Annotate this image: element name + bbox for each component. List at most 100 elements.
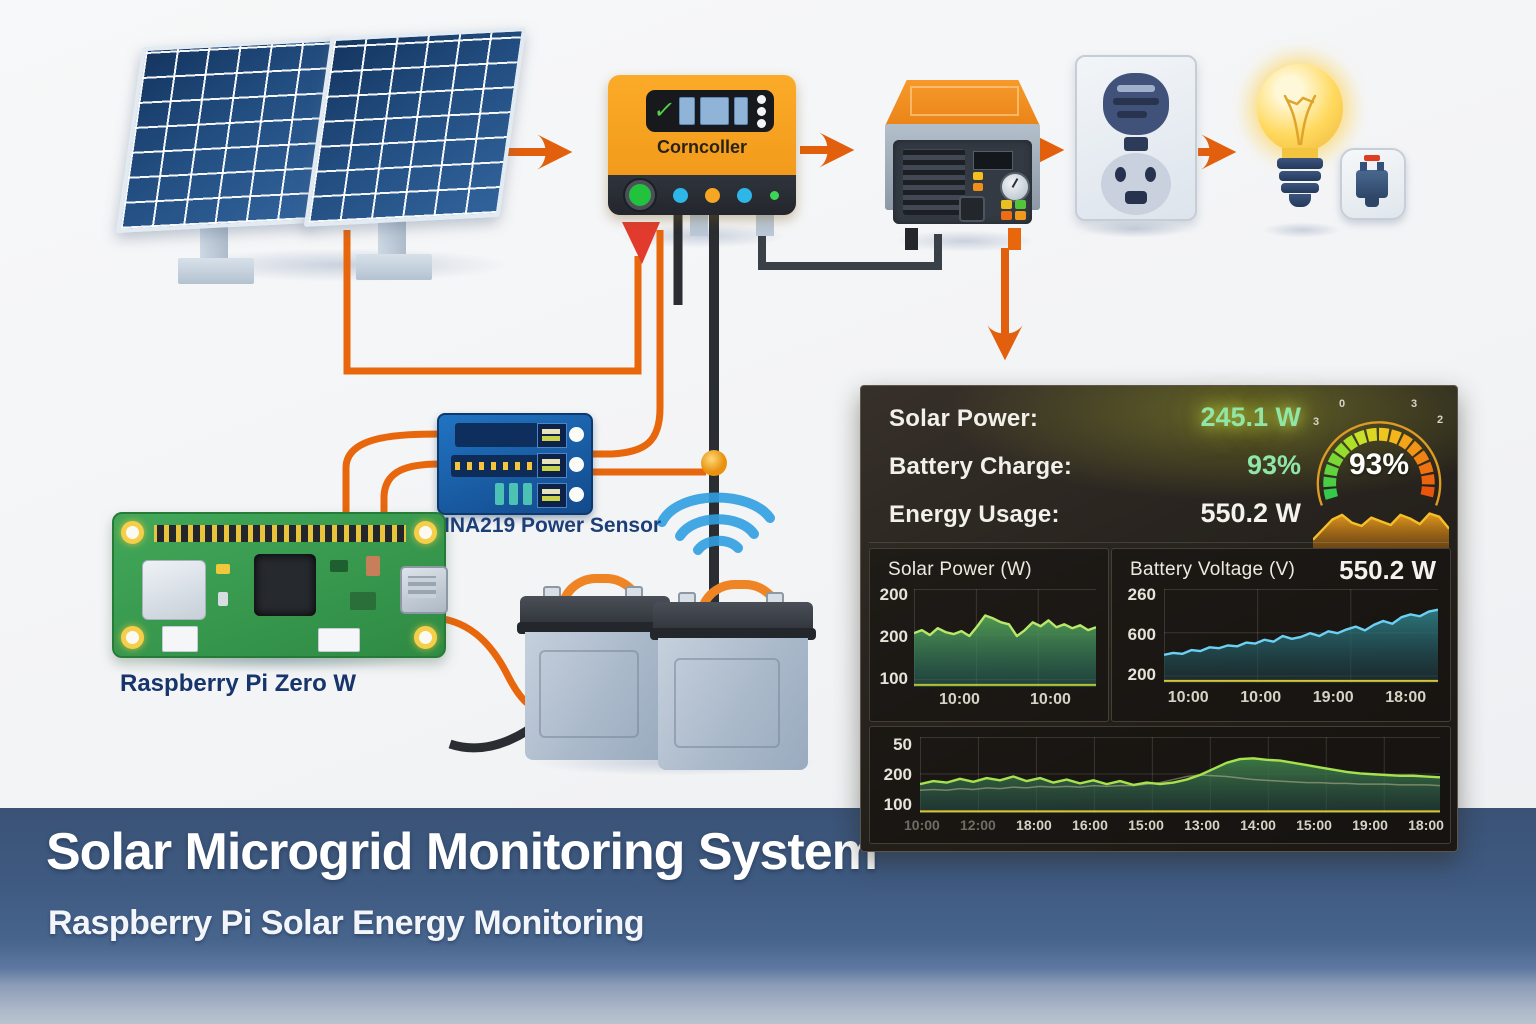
chart-plot-area xyxy=(914,589,1096,687)
wire-panel-controller-loop xyxy=(343,230,642,375)
component xyxy=(216,564,230,574)
light-bulb-icon xyxy=(1233,44,1367,228)
y-tick-label: 200 xyxy=(879,585,908,604)
wire-sensor-to-pi-2 xyxy=(380,460,441,524)
status-led xyxy=(769,190,779,200)
x-tick-label: 19:00 xyxy=(1352,817,1388,833)
x-tick-label: 18:00 xyxy=(1016,817,1052,833)
capacitor xyxy=(523,483,532,505)
sensor-chip-area xyxy=(455,423,539,447)
inverter-button xyxy=(959,196,985,222)
y-tick-label: 200 xyxy=(883,765,912,784)
mounting-hole xyxy=(121,521,144,544)
y-axis-ticks: 50 200 100 xyxy=(876,735,912,815)
x-tick-label: 10:00 xyxy=(939,691,980,708)
y-tick-label: 260 xyxy=(1127,585,1156,604)
x-tick-label: 19:00 xyxy=(1312,689,1354,706)
soc-chip xyxy=(254,554,316,616)
charge-controller: ✓ Corncoller xyxy=(608,75,796,215)
plug-led xyxy=(1364,155,1380,161)
red-clip xyxy=(622,222,660,264)
x-tick-label: 15:00 xyxy=(1128,817,1164,833)
inverter-shadow xyxy=(895,230,1035,252)
divider xyxy=(869,542,1449,543)
solar-panel-right xyxy=(303,27,527,227)
y-axis-ticks: 200 200 100 xyxy=(872,585,908,689)
y-tick-label: 100 xyxy=(883,795,912,814)
battery-rim xyxy=(517,622,673,634)
mounting-hole xyxy=(414,626,437,649)
sparkline-plot xyxy=(1313,502,1449,548)
inverter-button xyxy=(1015,211,1026,220)
cable-junction-ball xyxy=(701,450,727,476)
meter-dial xyxy=(1000,172,1030,202)
battery-panel xyxy=(539,650,639,738)
mounting-hole xyxy=(414,521,437,544)
display-dots xyxy=(757,94,766,128)
y-axis-ticks: 260 600 200 xyxy=(1116,585,1156,685)
chart-plot-area xyxy=(920,737,1440,813)
mounting-hole xyxy=(569,487,584,502)
gauge-arc xyxy=(1316,421,1442,506)
bulb-shadow xyxy=(1262,222,1342,238)
check-icon: ✓ xyxy=(651,97,678,124)
plug-prong xyxy=(1377,162,1384,171)
pi-label: Raspberry Pi Zero W xyxy=(120,670,357,697)
y-tick-label: 50 xyxy=(893,735,912,754)
y-tick-label: 600 xyxy=(1127,625,1156,644)
gpio-header xyxy=(152,522,408,545)
terminal-block xyxy=(537,453,567,478)
wire-sensor-to-pi-1 xyxy=(342,430,441,524)
display-segment xyxy=(679,97,696,125)
battery-body xyxy=(525,632,665,760)
status-led xyxy=(704,187,720,203)
component xyxy=(218,592,228,606)
wire-controller-to-sensor xyxy=(590,230,664,458)
component xyxy=(350,592,376,610)
banner-title: Solar Microgrid Monitoring System xyxy=(46,823,878,881)
chart-corner-value: 550.2 W xyxy=(1339,555,1436,585)
battery-body xyxy=(658,638,808,770)
y-tick-label: 200 xyxy=(1127,665,1156,684)
vent-grille xyxy=(903,149,965,215)
display-segment xyxy=(733,97,748,125)
x-tick-label: 14:00 xyxy=(1240,817,1276,833)
mounting-hole xyxy=(121,626,144,649)
outlet-connector xyxy=(1124,137,1148,151)
y-tick-label: 100 xyxy=(879,669,908,688)
x-tick-label: 15:00 xyxy=(1296,817,1332,833)
mounting-hole xyxy=(569,457,584,472)
status-led xyxy=(672,187,688,203)
inverter-front-panel xyxy=(893,140,1032,224)
x-tick-label: 18:00 xyxy=(1408,817,1444,833)
gauge-tick-label: 3 xyxy=(1313,416,1320,428)
metric-row: Energy Usage: 550.2 W xyxy=(889,498,1301,529)
metric-label: Solar Power: xyxy=(889,405,1039,432)
bulb-globe xyxy=(1257,64,1343,152)
camera-connector xyxy=(162,626,198,652)
metal-shield xyxy=(142,560,206,620)
usb-connector xyxy=(400,566,448,614)
raspberry-pi-board xyxy=(112,512,448,658)
inverter-button xyxy=(1015,200,1026,209)
metric-label: Energy Usage: xyxy=(889,501,1060,528)
controller-button-strip xyxy=(608,175,796,215)
chart-plot-area xyxy=(1164,589,1438,683)
sensor-label: INA219 Power Sensor xyxy=(444,514,662,537)
inverter-leg xyxy=(905,228,918,250)
metric-value: 550.2 W xyxy=(1200,498,1301,528)
battery-2 xyxy=(650,580,816,770)
energy-usage-plot xyxy=(920,737,1440,813)
panel-right-foot xyxy=(356,254,432,280)
y-tick-label: 200 xyxy=(879,627,908,646)
x-tick-label: 16:00 xyxy=(1072,817,1108,833)
status-led xyxy=(737,187,753,203)
outlet-top-receptacle xyxy=(1103,73,1169,135)
terminal-block xyxy=(537,423,567,448)
x-tick-label: 10:00 xyxy=(904,817,940,833)
